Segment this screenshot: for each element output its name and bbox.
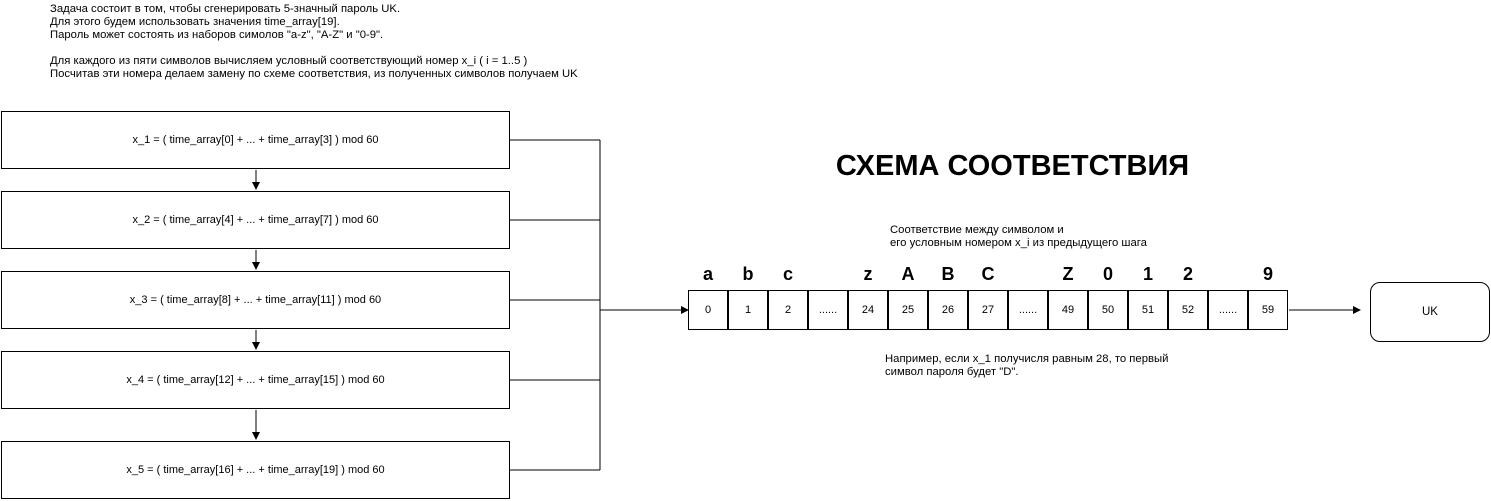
char-label: c bbox=[782, 264, 793, 284]
char-label: 1 bbox=[1142, 264, 1153, 284]
intro-line: Задача состоит в том, чтобы сгенерироват… bbox=[50, 3, 401, 15]
mapping-cell[interactable]: 2 bbox=[768, 290, 808, 330]
scheme-title: СХЕМА СООТВЕТСТВИЯ bbox=[835, 150, 1190, 182]
note-line: символ пароля будет "D". bbox=[885, 366, 1019, 378]
formula-x3-text: x_3 = ( time_array[8] + ... + time_array… bbox=[129, 294, 382, 306]
intro-line: Для этого будем использовать значения ti… bbox=[50, 16, 340, 28]
mapping-cell[interactable]: 27 bbox=[968, 290, 1008, 330]
mapping-cell[interactable]: ...... bbox=[1208, 290, 1248, 330]
mapping-cell[interactable]: 0 bbox=[688, 290, 728, 330]
formula-box-x3[interactable]: x_3 = ( time_array[8] + ... + time_array… bbox=[1, 271, 510, 329]
intro-line: Посчитав эти номера делаем замену по схе… bbox=[50, 68, 578, 80]
mapping-cell[interactable]: 52 bbox=[1168, 290, 1208, 330]
char-label: 0 bbox=[1102, 264, 1113, 284]
char-label: B bbox=[941, 264, 955, 284]
char-label: 9 bbox=[1262, 264, 1273, 284]
char-label: z bbox=[863, 264, 873, 284]
mapping-cell[interactable]: ...... bbox=[808, 290, 848, 330]
intro-line bbox=[50, 42, 578, 55]
scheme-note-bottom: Например, если x_1 получисля равным 28, … bbox=[885, 353, 1168, 379]
intro-text: Задача состоит в том, чтобы сгенерироват… bbox=[50, 3, 578, 81]
mapping-cell[interactable]: 25 bbox=[888, 290, 928, 330]
formula-x4-text: x_4 = ( time_array[12] + ... + time_arra… bbox=[126, 374, 385, 386]
mapping-cell[interactable]: ...... bbox=[1008, 290, 1048, 330]
mapping-cell[interactable]: 1 bbox=[728, 290, 768, 330]
formula-box-x5[interactable]: x_5 = ( time_array[16] + ... + time_arra… bbox=[1, 441, 510, 499]
formula-x2-text: x_2 = ( time_array[4] + ... + time_array… bbox=[132, 214, 379, 226]
mapping-cell[interactable]: 51 bbox=[1128, 290, 1168, 330]
formula-box-x2[interactable]: x_2 = ( time_array[4] + ... + time_array… bbox=[1, 191, 510, 249]
intro-line: Пароль может состоять из наборов симолов… bbox=[50, 29, 384, 41]
scheme-note-top: Соответствие между символом и его условн… bbox=[890, 224, 1147, 250]
result-uk-box[interactable]: UK bbox=[1370, 282, 1490, 342]
formula-box-x1[interactable]: x_1 = ( time_array[0] + ... + time_array… bbox=[1, 111, 510, 169]
mapping-cell[interactable]: 49 bbox=[1048, 290, 1088, 330]
formula-x1-text: x_1 = ( time_array[0] + ... + time_array… bbox=[132, 134, 379, 146]
formula-x5-text: x_5 = ( time_array[16] + ... + time_arra… bbox=[126, 464, 385, 476]
mapping-cell[interactable]: 50 bbox=[1088, 290, 1128, 330]
char-label: C bbox=[981, 264, 995, 284]
mapping-cell[interactable]: 24 bbox=[848, 290, 888, 330]
note-line: Например, если x_1 получисля равным 28, … bbox=[885, 353, 1169, 365]
char-label: b bbox=[742, 264, 754, 284]
char-label: a bbox=[702, 264, 713, 284]
char-label: 2 bbox=[1182, 264, 1193, 284]
mapping-cell[interactable]: 26 bbox=[928, 290, 968, 330]
formula-box-x4[interactable]: x_4 = ( time_array[12] + ... + time_arra… bbox=[1, 351, 510, 409]
intro-line: Для каждого из пяти символов вычисляем у… bbox=[50, 55, 528, 67]
mapping-cell[interactable]: 59 bbox=[1248, 290, 1288, 330]
char-label: A bbox=[901, 264, 915, 284]
note-line: его условным номером x_i из предыдущего … bbox=[890, 237, 1147, 249]
note-line: Соответствие между символом и bbox=[890, 224, 1064, 236]
char-label: Z bbox=[1062, 264, 1074, 284]
result-uk-label: UK bbox=[1422, 306, 1438, 318]
